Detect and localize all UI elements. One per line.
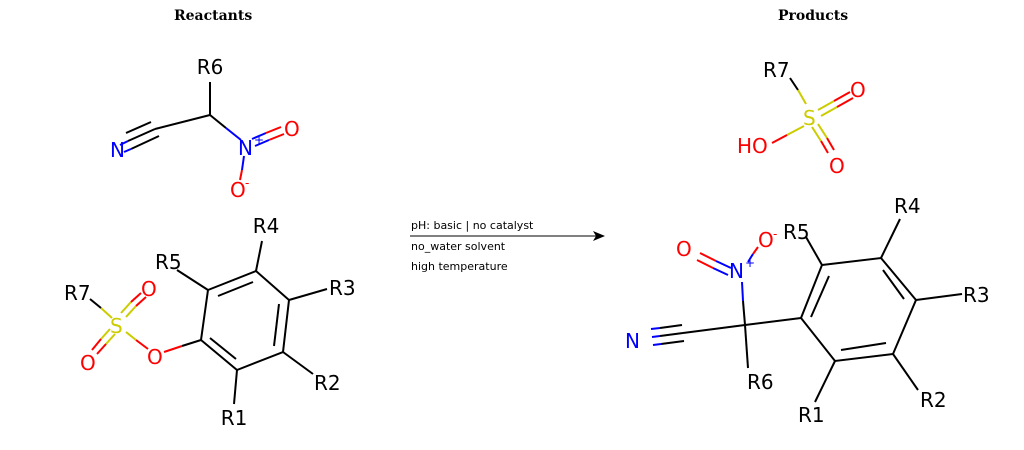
label-o-minus: O bbox=[230, 178, 246, 202]
product-bond-c-c bbox=[682, 324, 746, 334]
label-product-r4: R4 bbox=[894, 194, 921, 218]
product-bond-c-r6 bbox=[744, 324, 749, 369]
product-bond-double-no bbox=[696, 252, 732, 276]
label-product-o-1: O bbox=[850, 78, 866, 102]
bond-c-n bbox=[209, 114, 227, 129]
label-s: S bbox=[110, 314, 123, 338]
bond-s-r7 bbox=[100, 307, 113, 319]
reactant-nitroacetonitrile bbox=[119, 82, 285, 181]
condition-solvent: no_water solvent bbox=[411, 240, 506, 253]
product-bond-r5 bbox=[805, 236, 823, 266]
label-minus-charge: - bbox=[245, 176, 249, 190]
bond-double-so-lower bbox=[811, 123, 835, 154]
bond-double-so-down bbox=[91, 328, 116, 355]
bond-r1 bbox=[233, 369, 238, 405]
bond-c-o bbox=[181, 339, 202, 347]
label-product-r2: R2 bbox=[920, 388, 947, 412]
product-benzene-ring bbox=[799, 256, 918, 363]
product-bond-n-o bbox=[747, 253, 754, 263]
label-r1: R1 bbox=[221, 406, 248, 430]
product-bond-c-n bbox=[742, 300, 746, 326]
product-sulfonic-acid bbox=[771, 77, 854, 154]
label-product-r6: R6 bbox=[747, 370, 774, 394]
label-plus-charge: + bbox=[254, 133, 264, 147]
product-bond-r4 bbox=[880, 218, 901, 259]
label-r5: R5 bbox=[155, 250, 182, 274]
label-n-nitrile: N bbox=[110, 138, 125, 162]
bond-double-so-right bbox=[817, 91, 854, 117]
bond-r7-s bbox=[789, 77, 799, 91]
bond-r4 bbox=[255, 240, 263, 272]
label-product-o-2: O bbox=[829, 154, 845, 178]
label-o-ester: O bbox=[147, 345, 163, 369]
label-product-r1: R1 bbox=[798, 403, 825, 427]
products-heading: Products bbox=[778, 8, 849, 24]
product-bond-ring-c bbox=[744, 317, 802, 326]
label-product-o-minus: O bbox=[758, 228, 774, 252]
bond-r3 bbox=[288, 288, 328, 301]
bond-r2 bbox=[282, 351, 314, 375]
label-o-double: O bbox=[284, 117, 300, 141]
label-product-minus-charge: - bbox=[773, 227, 777, 241]
product-bond-triple-cn bbox=[650, 324, 685, 346]
label-product-r3: R3 bbox=[963, 283, 990, 307]
bond-r5 bbox=[176, 269, 209, 291]
bond-double-no bbox=[251, 126, 285, 147]
label-r7: R7 bbox=[64, 281, 91, 305]
product-bond-r1 bbox=[814, 360, 836, 403]
label-o-sulfonyl-2: O bbox=[80, 351, 96, 375]
label-n-plus: N bbox=[238, 136, 253, 160]
label-r4: R4 bbox=[253, 214, 280, 238]
bond-n-o bbox=[241, 155, 245, 171]
bond-double-so-up bbox=[120, 292, 147, 318]
condition-ph-catalyst: pH: basic | no catalyst bbox=[411, 219, 534, 232]
bond-o-s bbox=[135, 339, 149, 350]
bond-triple-cn bbox=[119, 121, 160, 153]
label-product-r7: R7 bbox=[763, 58, 790, 82]
label-product-plus-charge: + bbox=[745, 256, 755, 270]
label-product-n-plus: N bbox=[729, 259, 744, 283]
label-product-s: S bbox=[803, 106, 816, 130]
label-o-sulfonyl-1: O bbox=[141, 277, 157, 301]
product-aryl-nitronitrile bbox=[650, 218, 963, 403]
label-product-ho: HO bbox=[737, 134, 768, 158]
label-r2: R2 bbox=[314, 371, 341, 395]
product-bond-r2 bbox=[892, 353, 919, 391]
label-product-r5: R5 bbox=[783, 220, 810, 244]
label-r6: R6 bbox=[197, 55, 224, 79]
condition-temperature: high temperature bbox=[411, 260, 508, 273]
reactants-heading: Reactants bbox=[174, 8, 253, 24]
label-r3: R3 bbox=[329, 276, 356, 300]
bond-c-c bbox=[154, 114, 211, 130]
product-bond-r3 bbox=[915, 293, 963, 301]
label-product-o-double: O bbox=[676, 237, 692, 261]
bond-s-oh bbox=[786, 125, 805, 136]
label-product-n-nitrile: N bbox=[625, 329, 640, 353]
reactant-aryl-sulfonate bbox=[89, 240, 328, 405]
